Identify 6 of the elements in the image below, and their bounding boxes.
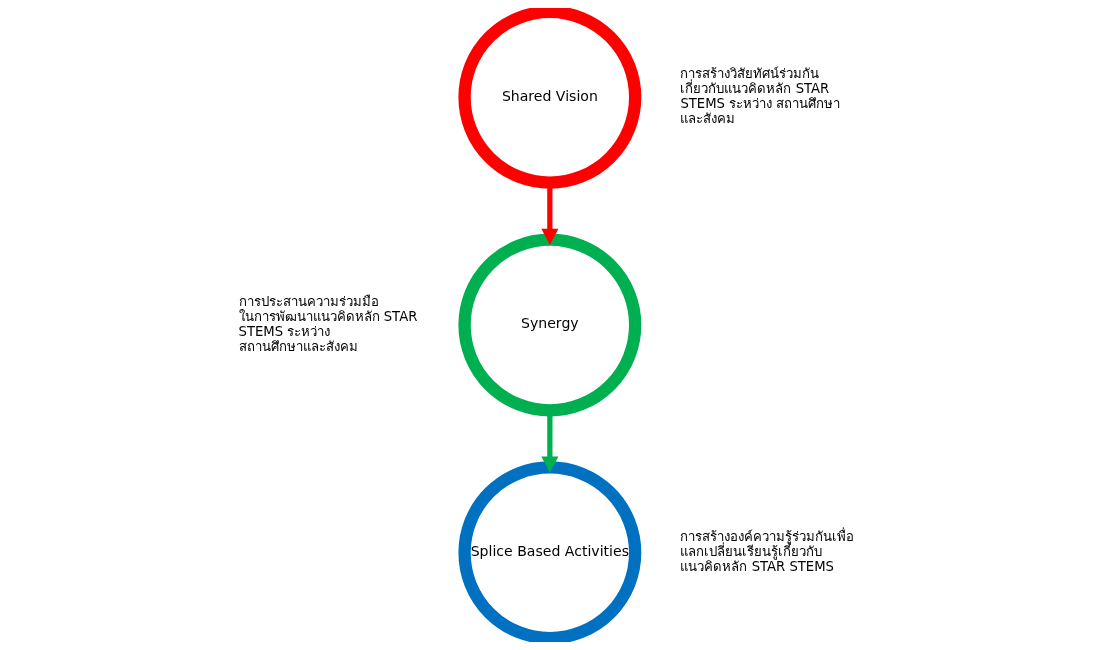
node-label: การสร้างวิสัยทัศน์ร่วมกัน เกี่ยวกับแนวคิดหลัก STAR STEMS ระหว่าง สถานศึกษา และสังคม: [679, 65, 840, 126]
node-circle: Synergy: [457, 233, 641, 417]
node-circle: Shared Vision: [457, 8, 641, 189]
node-label: การประสานความร่วมมือ ในการพัฒนาแนวคิดหลัก STAR STEMS ระหว่าง สถานศึกษาและสังคม: [238, 293, 417, 354]
node-circle: Splice Based Activities: [457, 461, 641, 642]
node-label: การสร้างองค์ความรู้ร่วมกันเพื่อ แลกเปลี่ยนเรียนรู้เกี่ยวกับ แนวคิดหลัก STAR STEMS: [679, 528, 854, 574]
